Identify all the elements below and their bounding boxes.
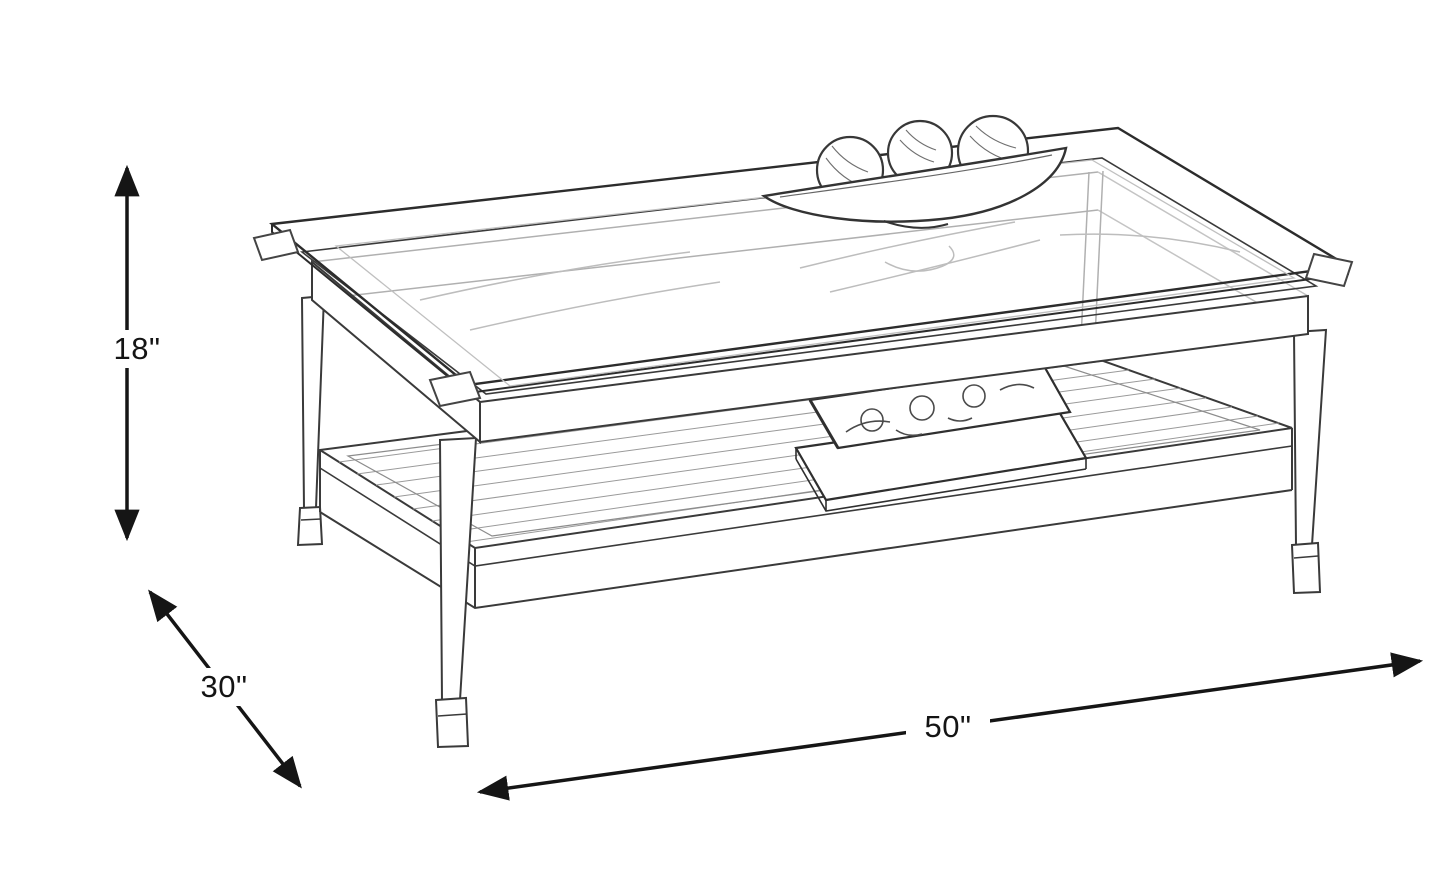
books-stack — [794, 364, 1088, 512]
table-leg-back-left — [296, 294, 326, 547]
glass-top — [252, 126, 1354, 408]
height-dimension-label: 18" — [102, 330, 172, 368]
depth-dimension-label: 30" — [186, 668, 262, 706]
decorative-bowl — [760, 114, 1068, 229]
table-leg-front — [434, 436, 478, 749]
table-leg-right — [1290, 328, 1328, 595]
width-dimension-label: 50" — [906, 708, 990, 746]
